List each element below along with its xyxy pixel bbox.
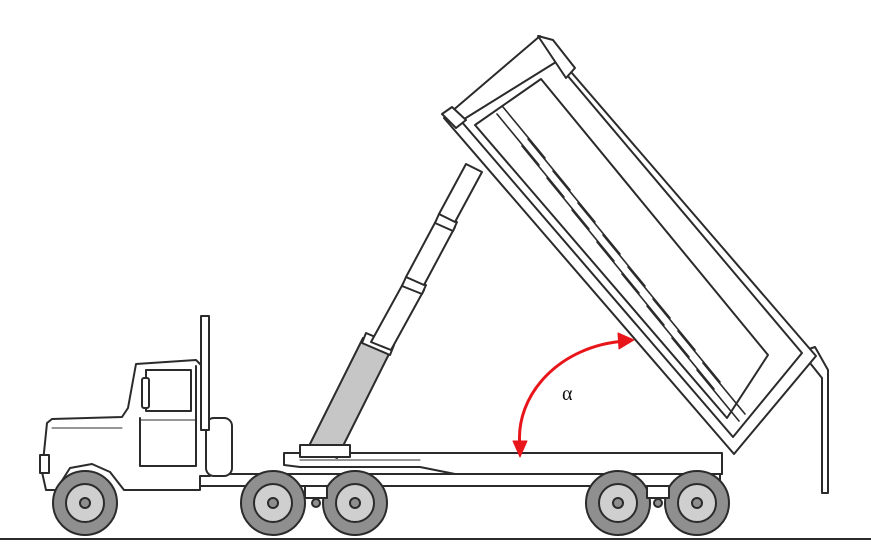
drive-wheel-2 [322,470,388,536]
angle-label: α [562,383,573,405]
fuel-tank [205,417,233,477]
angle-arrowhead-top [617,332,635,350]
dump-body-ribs [496,106,746,422]
cab-window [145,369,192,412]
axle-hanger-front [304,485,328,499]
trailer-wheel-2 [664,470,730,536]
cab-door [139,365,197,467]
dump-body [441,35,817,455]
front-bumper [39,454,50,474]
wheels [52,470,730,536]
angle-indicator: α [512,332,635,458]
trailer-wheel-1 [585,470,651,536]
axle-hanger-rear [646,485,670,499]
side-mirror [141,377,150,409]
angle-arrowhead-bottom [512,440,528,458]
cab [39,359,233,491]
hydraulic-ram [299,163,483,459]
drive-wheel-1 [240,470,306,536]
angle-arc [518,339,628,449]
tailgate [799,346,829,494]
front-wheel [52,470,118,536]
exhaust-stack [200,315,210,431]
